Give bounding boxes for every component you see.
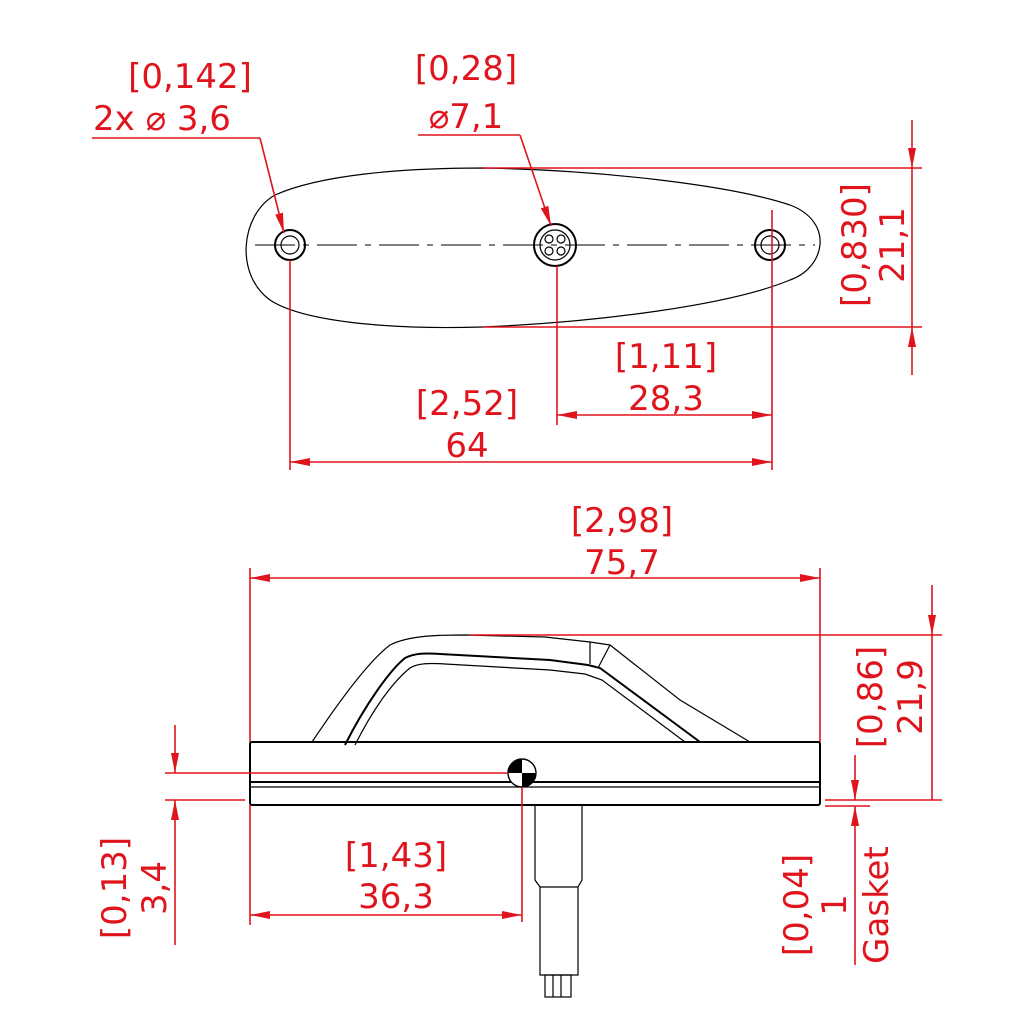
gasket-inch-label: [0,04]	[777, 854, 817, 956]
hole-mm-label: 2x ⌀ 3,6	[93, 99, 231, 139]
offset-inch-label: [1,11]	[615, 337, 717, 377]
connector-mm-label: ⌀7,1	[429, 97, 504, 137]
cable	[534, 805, 583, 998]
cg-offset-inch-label: [1,43]	[345, 836, 447, 876]
center-of-gravity-icon	[507, 758, 537, 788]
length-inch-label: [2,98]	[571, 501, 673, 541]
connector-inch-label: [0,28]	[415, 49, 517, 89]
width-mm-label: 21,1	[873, 207, 913, 283]
width-inch-label: [0,830]	[835, 183, 875, 307]
housing-dome	[311, 634, 751, 746]
housing-outline-top	[245, 167, 821, 329]
mounting-hole-right	[754, 229, 786, 261]
height-inch-label: [0,86]	[851, 646, 891, 748]
gasket-mm-label: 1	[815, 894, 855, 916]
side-view: [2,98] 75,7	[95, 501, 942, 998]
cg-height-inch-label: [0,13]	[95, 837, 135, 939]
connector	[533, 223, 577, 267]
length-mm-label: 75,7	[584, 543, 660, 583]
hole-inch-label: [0,142]	[128, 57, 252, 97]
gasket-label: Gasket	[857, 846, 897, 964]
top-view: [0,142] 2x ⌀ 3,6 [0,28] ⌀7,1 [0,830] 21,…	[92, 49, 922, 470]
cg-height-mm-label: 3,4	[135, 861, 175, 915]
spacing-inch-label: [2,52]	[416, 384, 518, 424]
spacing-mm-label: 64	[445, 426, 488, 466]
offset-mm-label: 28,3	[628, 379, 704, 419]
cg-offset-mm-label: 36,3	[358, 877, 434, 917]
height-mm-label: 21,9	[891, 659, 931, 735]
